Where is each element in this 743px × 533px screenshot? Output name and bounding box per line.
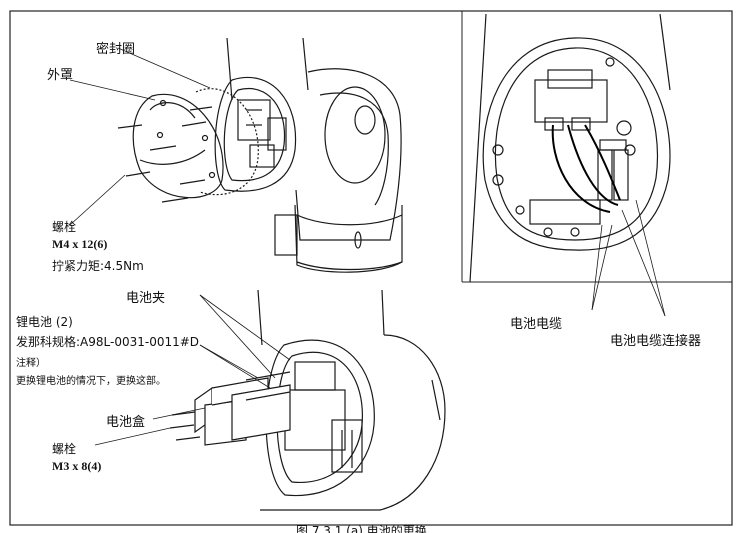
battery-box — [194, 371, 291, 446]
bolt-bottom-label: 螺栓 — [52, 442, 77, 456]
bolt-top-spec: M4 x 12(6) — [52, 237, 108, 251]
torque-spec: 拧紧力矩:4.5Nm — [52, 259, 144, 273]
battery-cable-connector-label: 电池电缆连接器 — [610, 334, 702, 349]
outer-cover-label: 外罩 — [47, 68, 74, 83]
fanuc-spec-label: 发那科规格:A98L-0031-0011#D — [16, 335, 200, 349]
outer-frame — [9, 10, 733, 526]
battery-box-label: 电池盒 — [106, 415, 146, 430]
seal-ring-label: 密封圈 — [96, 42, 136, 57]
robot-joint-top — [117, 37, 403, 273]
leaders-top-right — [591, 199, 666, 317]
battery-clip-label: 电池夹 — [126, 291, 166, 306]
housing-open-view — [469, 13, 671, 283]
bolt-bottom-spec: M3 x 8(4) — [52, 459, 102, 473]
leaders-bottom — [94, 294, 291, 446]
bolt-top-label: 螺栓 — [52, 220, 77, 234]
note-text: 更换锂电池的情况下，更换这部。 — [16, 376, 166, 387]
lithium-battery-label: 锂电池 (2) — [16, 315, 73, 329]
note-title: 注释） — [16, 358, 46, 369]
figure-caption: 图 7.3.1 (a) 电池的更换 — [296, 524, 427, 533]
battery-cables — [551, 124, 621, 213]
leaders-top-left — [69, 47, 211, 226]
battery-cable-label: 电池电缆 — [510, 317, 563, 332]
